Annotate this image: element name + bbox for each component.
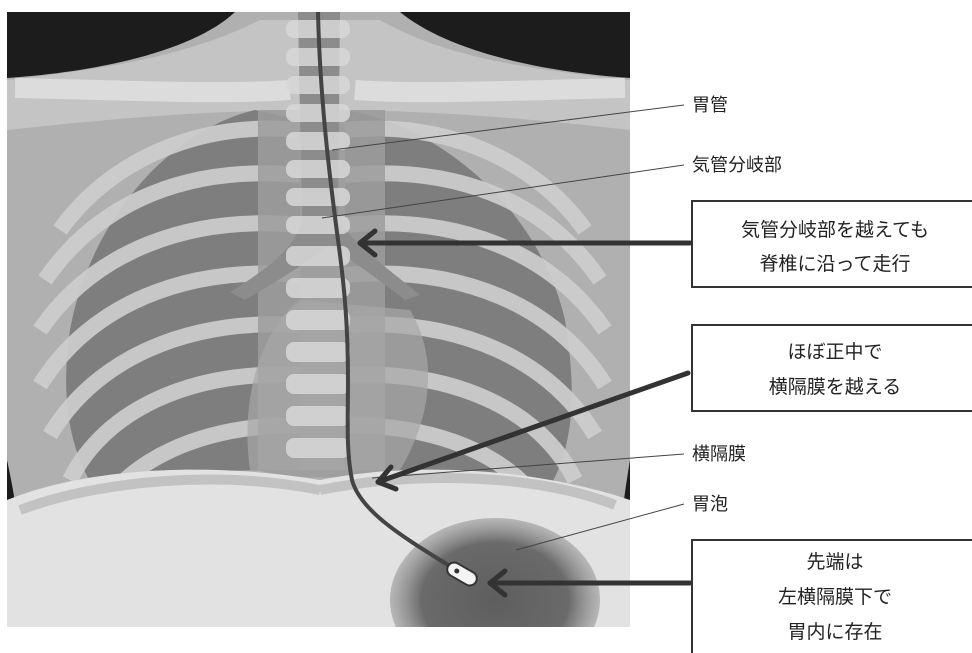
callout-3-line-2: 左横隔膜下で [778, 586, 892, 608]
callout-box-3: 先端は 左横隔膜下で 胃内に存在 [692, 540, 972, 653]
label-diaphragm: 横隔膜 [692, 444, 746, 465]
label-stomach-tube: 胃管 [692, 95, 728, 116]
callout-3-line-3: 胃内に存在 [787, 621, 882, 643]
callout-box-1: 気管分岐部を越えても 脊椎に沿って走行 [692, 201, 972, 287]
label-carina: 気管分岐部 [692, 155, 782, 176]
callout-3-line-1: 先端は [806, 551, 863, 573]
callout-2-line-2: 横隔膜を越える [769, 376, 901, 398]
callout-1-line-1: 気管分岐部を越えても [741, 219, 929, 241]
callout-box-2: ほぼ正中で 横隔膜を越える [692, 325, 972, 411]
xray-image [7, 12, 630, 653]
callout-1-line-2: 脊椎に沿って走行 [759, 253, 910, 275]
callout-2-line-1: ほぼ正中で [787, 341, 882, 363]
label-gastric-bubble: 胃泡 [692, 494, 728, 515]
